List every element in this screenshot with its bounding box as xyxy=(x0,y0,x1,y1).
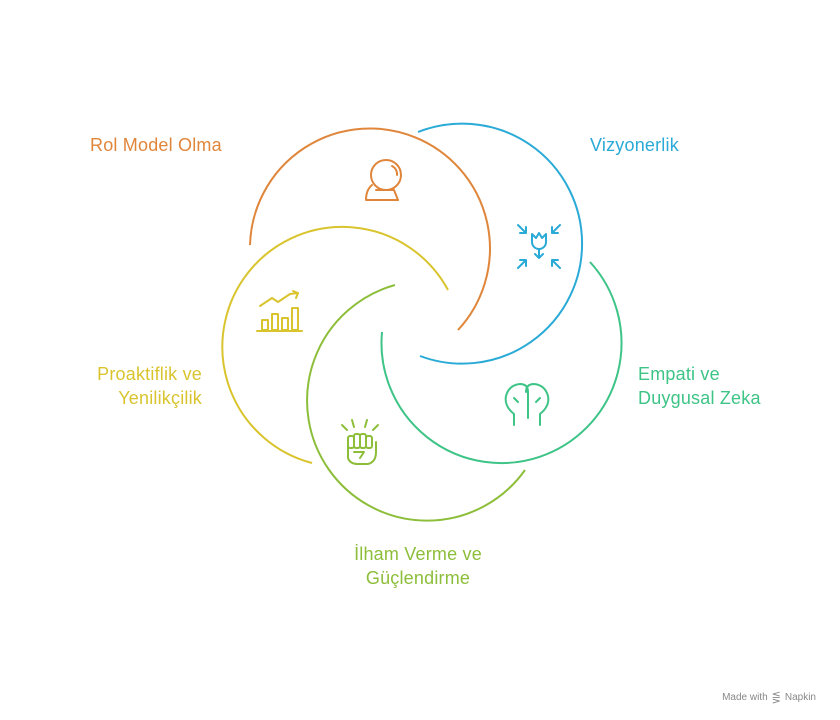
circle-empati xyxy=(380,261,623,465)
made-with-badge[interactable]: Made with ⋚ Napkin xyxy=(722,691,816,704)
crystal-ball-icon xyxy=(365,159,402,201)
raised-fist-icon xyxy=(341,419,379,465)
circle-rol-model xyxy=(249,127,491,331)
circle-vizyonerlik xyxy=(417,122,584,365)
label-empati: Empati ve Duygusal Zeka xyxy=(638,364,761,408)
napkin-logo-icon: ⋚ xyxy=(771,692,781,704)
label-proaktiflik: Proaktiflik ve Yenilikçilik xyxy=(97,364,202,408)
label-rol-model: Rol Model Olma xyxy=(90,135,222,155)
circle-ilham xyxy=(306,284,526,522)
label-vizyonerlik: Vizyonerlik xyxy=(590,135,679,155)
brand-name: Napkin xyxy=(784,692,816,703)
circle-proaktiflik xyxy=(221,225,449,464)
focus-arrows-icon xyxy=(517,224,561,269)
made-with-text: Made with xyxy=(722,692,768,703)
head-profiles-icon xyxy=(504,383,550,426)
growth-chart-icon xyxy=(256,290,303,332)
label-ilham: İlham Verme ve Güçlendirme xyxy=(354,544,482,588)
